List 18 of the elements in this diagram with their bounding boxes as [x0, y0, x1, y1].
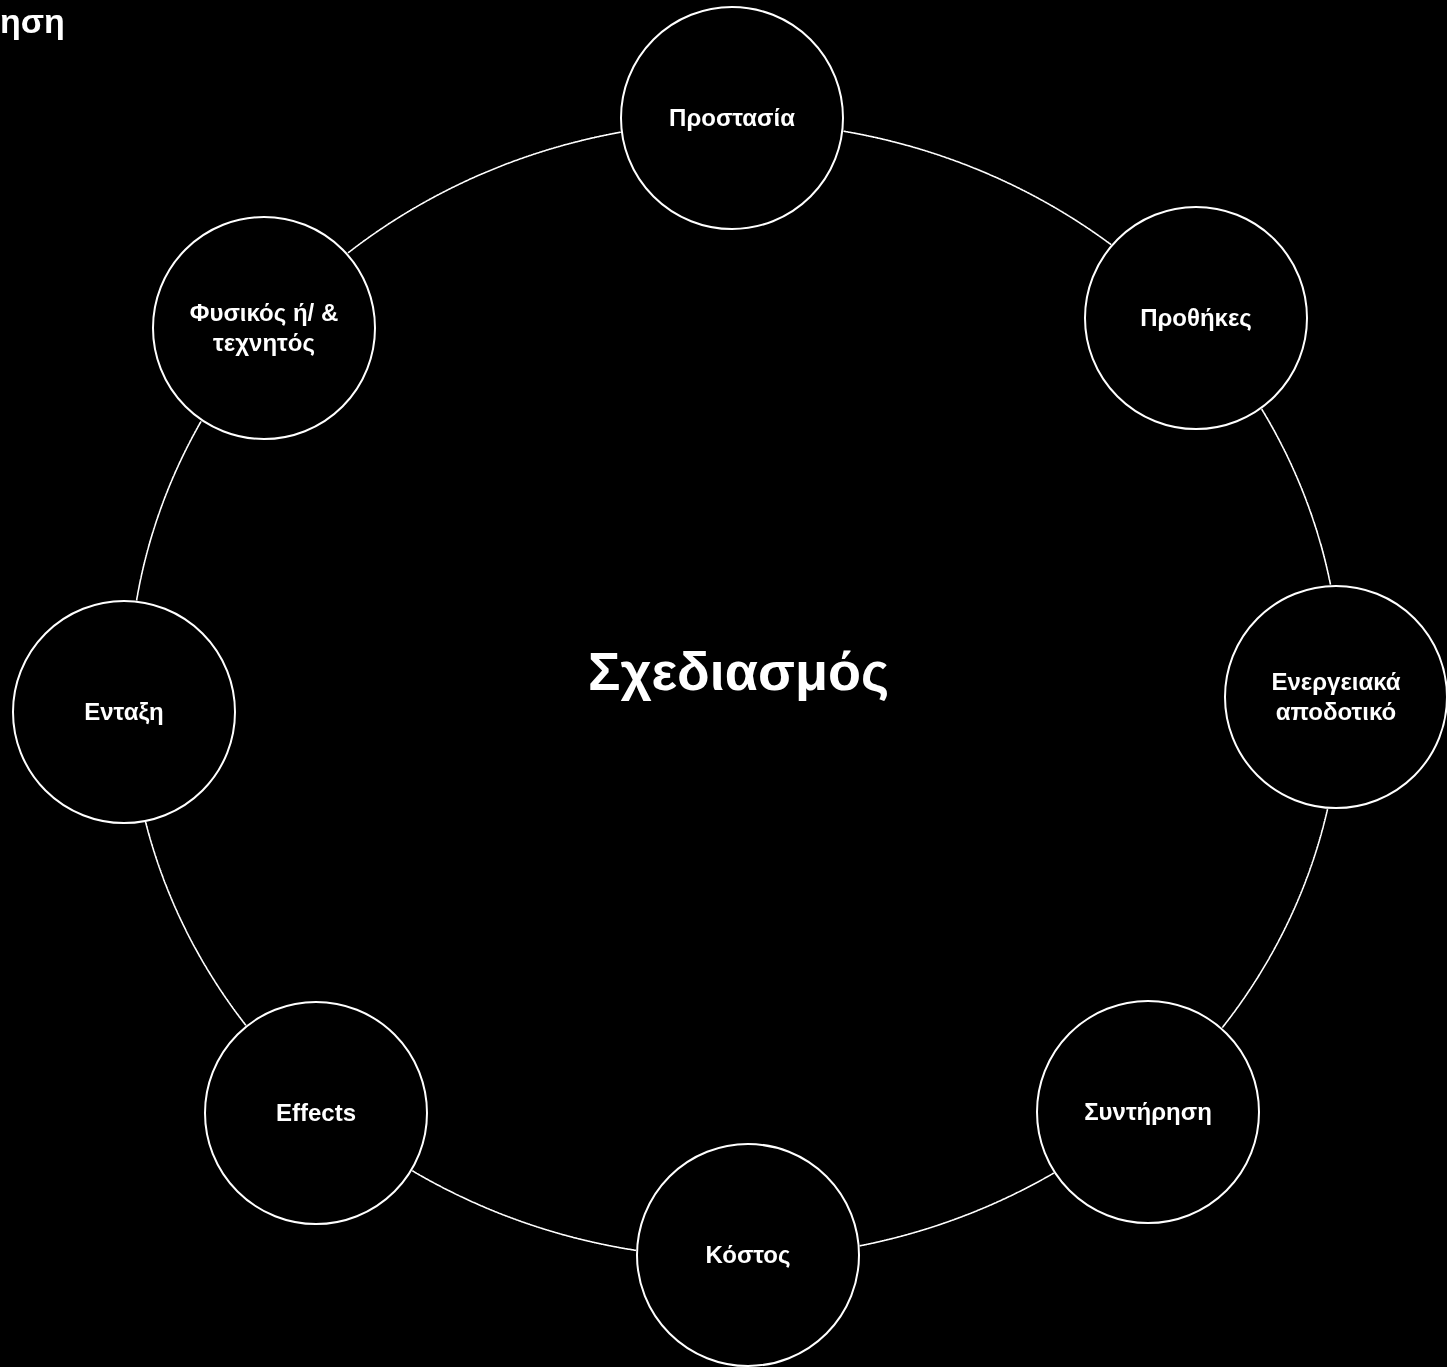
topic-label: Ενταξη [84, 697, 164, 727]
topic-label: Φυσικός ή/ & τεχνητός [188, 298, 340, 358]
heading-fragment: ηση [0, 2, 65, 41]
connector-arc [135, 420, 202, 602]
topic-label: Ενεργειακά αποδοτικό [1270, 667, 1402, 727]
connector-arc [842, 130, 1112, 246]
center-title: Σχεδιασμός [588, 640, 890, 702]
topic-label: Προστασία [669, 103, 795, 133]
topic-label: Effects [276, 1098, 356, 1128]
connector-arc [1221, 808, 1329, 1029]
connector-arc [144, 821, 247, 1027]
connector-arc [347, 131, 622, 254]
topic-label: Προθήκες [1140, 303, 1252, 333]
connector-arc [858, 1172, 1055, 1247]
topic-label: Συντήρηση [1084, 1097, 1212, 1127]
connector-arc [1260, 408, 1332, 586]
topic-label: Κόστος [705, 1240, 791, 1270]
connector-arc [411, 1170, 637, 1252]
